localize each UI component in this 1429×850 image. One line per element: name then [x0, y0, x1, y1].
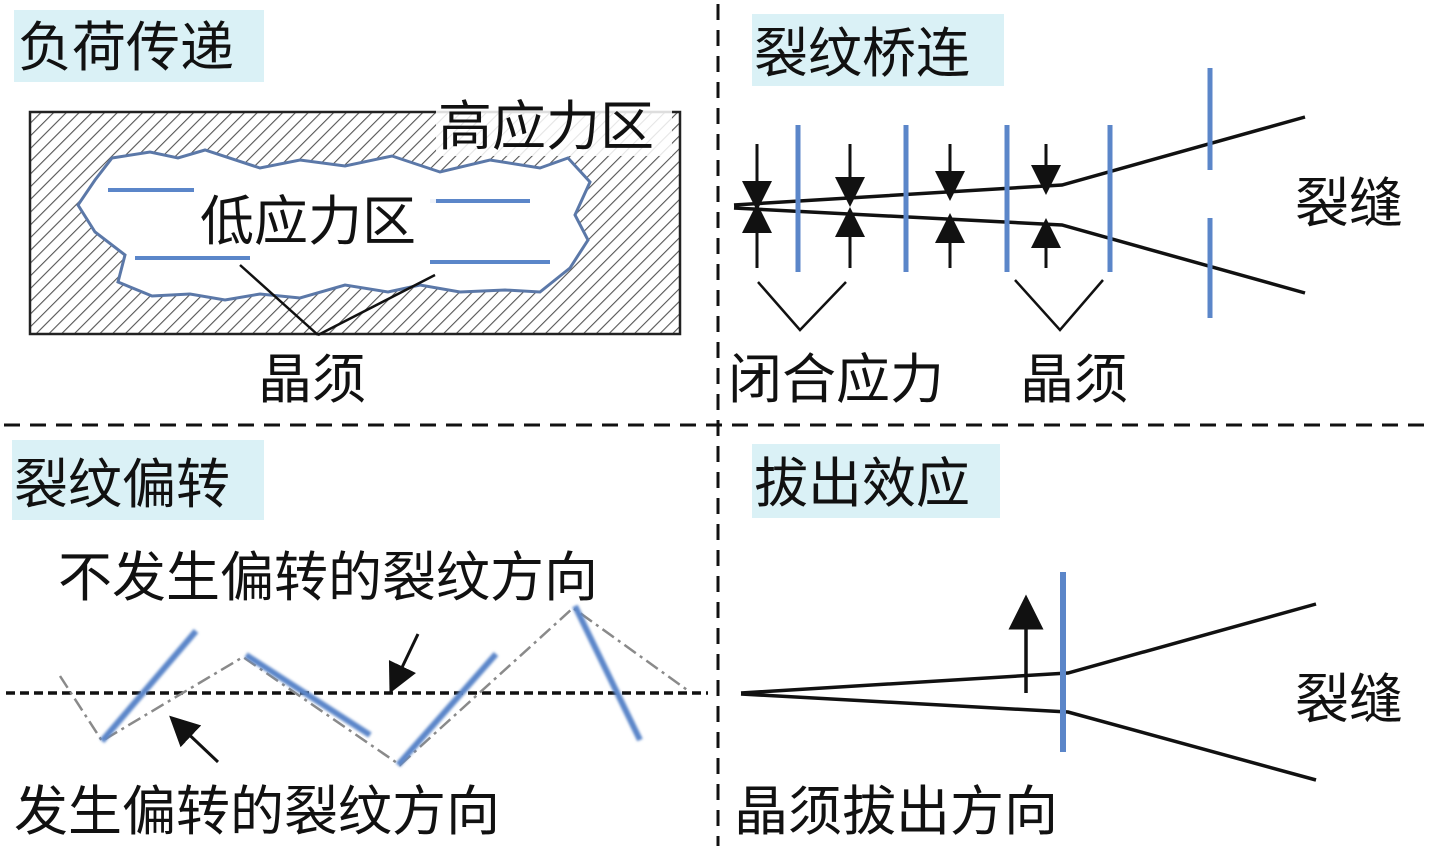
title-crack-bridging: 裂纹桥连: [754, 22, 970, 85]
deflection-whisker-3: [395, 652, 499, 767]
pull-out-crack-lower-edge: [740, 692, 1317, 782]
label-whisker: 晶须: [258, 348, 366, 411]
panel-load-transfer: 负荷传递 高应力区 低应力区 晶须: [14, 10, 682, 411]
title-pull-out: 拔出效应: [754, 452, 970, 515]
deflection-whisker-2: [244, 652, 372, 738]
label-pull-out-direction: 晶须拔出方向: [734, 780, 1058, 843]
title-crack-deflection: 裂纹偏转: [14, 453, 230, 516]
pull-out-crack-upper-edge: [740, 602, 1317, 695]
deflection-whisker-1: [99, 629, 199, 743]
pointer-v-whisker: [1014, 279, 1104, 332]
title-load-transfer: 负荷传递: [18, 16, 234, 79]
label-bg-low-stress: [200, 188, 436, 250]
label-crack-pull-out: 裂缝: [1295, 668, 1403, 731]
leader-line-right: [317, 273, 436, 337]
label-crack-bridging: 裂缝: [1295, 172, 1403, 235]
leader-line-left: [239, 264, 319, 336]
pointer-arrow-deflected: [169, 715, 220, 764]
deflected-crack-path: [58, 606, 691, 767]
title-bg-crack-deflection: [12, 440, 264, 520]
panel-pull-out: 拔出效应 裂缝 晶须拔出方向: [734, 444, 1403, 843]
label-deflected-crack-direction: 发生偏转的裂纹方向: [14, 780, 500, 843]
label-high-stress-zone: 高应力区: [438, 95, 654, 158]
label-low-stress-zone: 低应力区: [200, 190, 416, 253]
label-whisker-bridging: 晶须: [1020, 348, 1128, 411]
pointer-v-closing-stress: [757, 281, 847, 332]
label-undeflected-crack-direction: 不发生偏转的裂纹方向: [58, 546, 598, 609]
title-bg-load-transfer: [14, 10, 264, 82]
crack-lower-edge: [733, 206, 1306, 295]
deflection-whisker-4: [572, 604, 643, 742]
label-bg-high-stress: [436, 92, 672, 156]
label-closing-stress: 闭合应力: [728, 348, 944, 411]
crack-upper-edge: [733, 115, 1306, 207]
panel-crack-deflection: 裂纹偏转 不发生偏转的裂纹方向 发生偏转的裂纹方向: [6, 440, 708, 843]
pointer-arrow-undeflected: [388, 633, 420, 694]
title-bg-crack-bridging: [752, 14, 1004, 86]
panel-crack-bridging: 裂纹桥连 闭合应力 晶须 裂缝: [728, 14, 1403, 411]
title-bg-pull-out: [752, 444, 1000, 518]
